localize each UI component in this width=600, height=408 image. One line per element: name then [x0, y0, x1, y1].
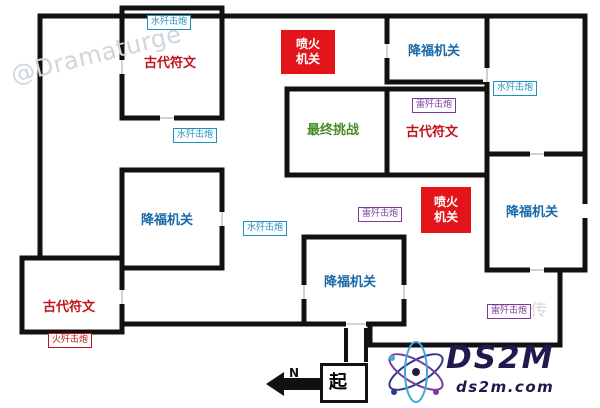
fire-trap-center-line1: 喷火	[433, 195, 458, 209]
room-ancient-runes-bottom-left: 古代符文	[43, 300, 96, 315]
room-final-challenge: 最终挑战	[307, 123, 360, 138]
thunder-turret-tag-2: 雷歼击炮	[358, 207, 403, 222]
water-turret-tag-3: 水歼击炮	[493, 81, 538, 96]
room-ancient-runes-top-left: 古代符文	[144, 56, 197, 71]
water-turret-tag-2: 水歼击炮	[173, 128, 218, 143]
thunder-turret-tag-1: 雷歼击炮	[412, 98, 457, 113]
water-turret-tag-1: 水歼击炮	[147, 15, 192, 30]
north-label: N	[289, 366, 300, 380]
atom-logo-icon	[388, 341, 444, 403]
fire-trap-center-line2: 机关	[433, 210, 458, 224]
room-blessing-right: 降福机关	[506, 205, 559, 220]
logo-wordmark: DS2M	[446, 340, 555, 376]
fire-turret-tag-1: 火歼击炮	[48, 333, 93, 348]
thunder-turret-tag-3: 雷歼击炮	[487, 304, 532, 319]
room-blessing-bottom: 降福机关	[324, 275, 377, 290]
fire-trap-top-line1: 喷火	[295, 37, 320, 51]
room-blessing-top-right: 降福机关	[408, 44, 461, 59]
room-blessing-left: 降福机关	[141, 213, 194, 228]
room-ancient-runes-center: 古代符文	[406, 125, 459, 140]
water-turret-tag-4: 水歼击炮	[243, 221, 288, 236]
logo-url: ds2m.com	[456, 378, 555, 396]
fire-trap-top-line2: 机关	[295, 52, 320, 66]
ds2m-logo: DS2M ds2m.com	[376, 336, 590, 406]
start-point: 起	[320, 363, 368, 403]
room-fire-trap-center: 喷火 机关	[421, 187, 471, 233]
room-fire-trap-top: 喷火 机关	[281, 30, 335, 74]
north-arrow-icon	[266, 372, 320, 396]
